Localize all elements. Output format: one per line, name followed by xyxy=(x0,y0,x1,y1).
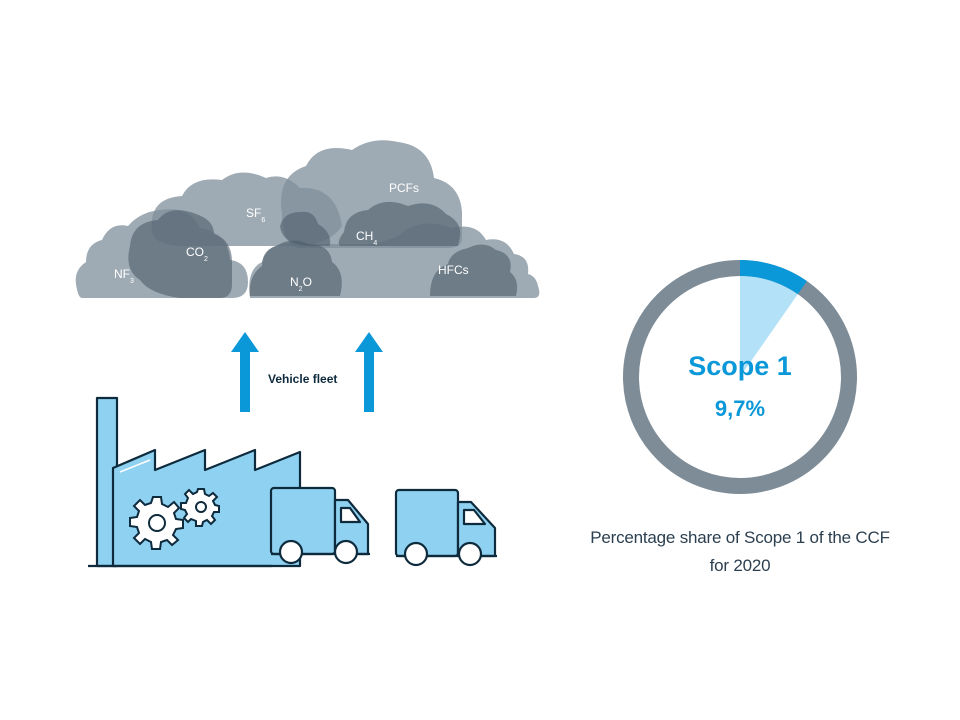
donut-slice-scope1 xyxy=(740,276,798,377)
scope-donut-chart: Scope 1 9,7% xyxy=(623,260,857,494)
truck-icon-left xyxy=(269,486,370,565)
gas-label-hfcs: HFCs xyxy=(438,263,469,277)
emission-arrow-left xyxy=(231,332,259,412)
gear-icon xyxy=(180,488,220,527)
gas-label-co2: CO2 xyxy=(186,245,208,263)
scope-value: 9,7% xyxy=(715,396,765,421)
gas-label-sf6: SF6 xyxy=(246,206,265,224)
vehicle-fleet-label: Vehicle fleet xyxy=(268,372,337,386)
emission-arrow-right xyxy=(355,332,383,412)
scope-title: Scope 1 xyxy=(688,351,792,381)
truck-icon-right xyxy=(394,488,497,567)
gas-label-pcfs: PCFs xyxy=(389,181,419,195)
donut-arc-scope1 xyxy=(739,260,807,295)
gas-label-nf3: NF3 xyxy=(114,267,134,285)
chart-caption-line1: Percentage share of Scope 1 of the CCF xyxy=(590,528,890,547)
gas-label-n2o: N2O xyxy=(290,275,312,293)
chart-caption-line2: for 2020 xyxy=(709,556,771,575)
emissions-cloud: NF3 CO2 SF6 N2O CH4 PCFs HFCs xyxy=(75,140,540,298)
factory-icon xyxy=(88,396,302,568)
gas-label-ch4: CH4 xyxy=(356,229,377,247)
gear-icon xyxy=(129,496,184,550)
